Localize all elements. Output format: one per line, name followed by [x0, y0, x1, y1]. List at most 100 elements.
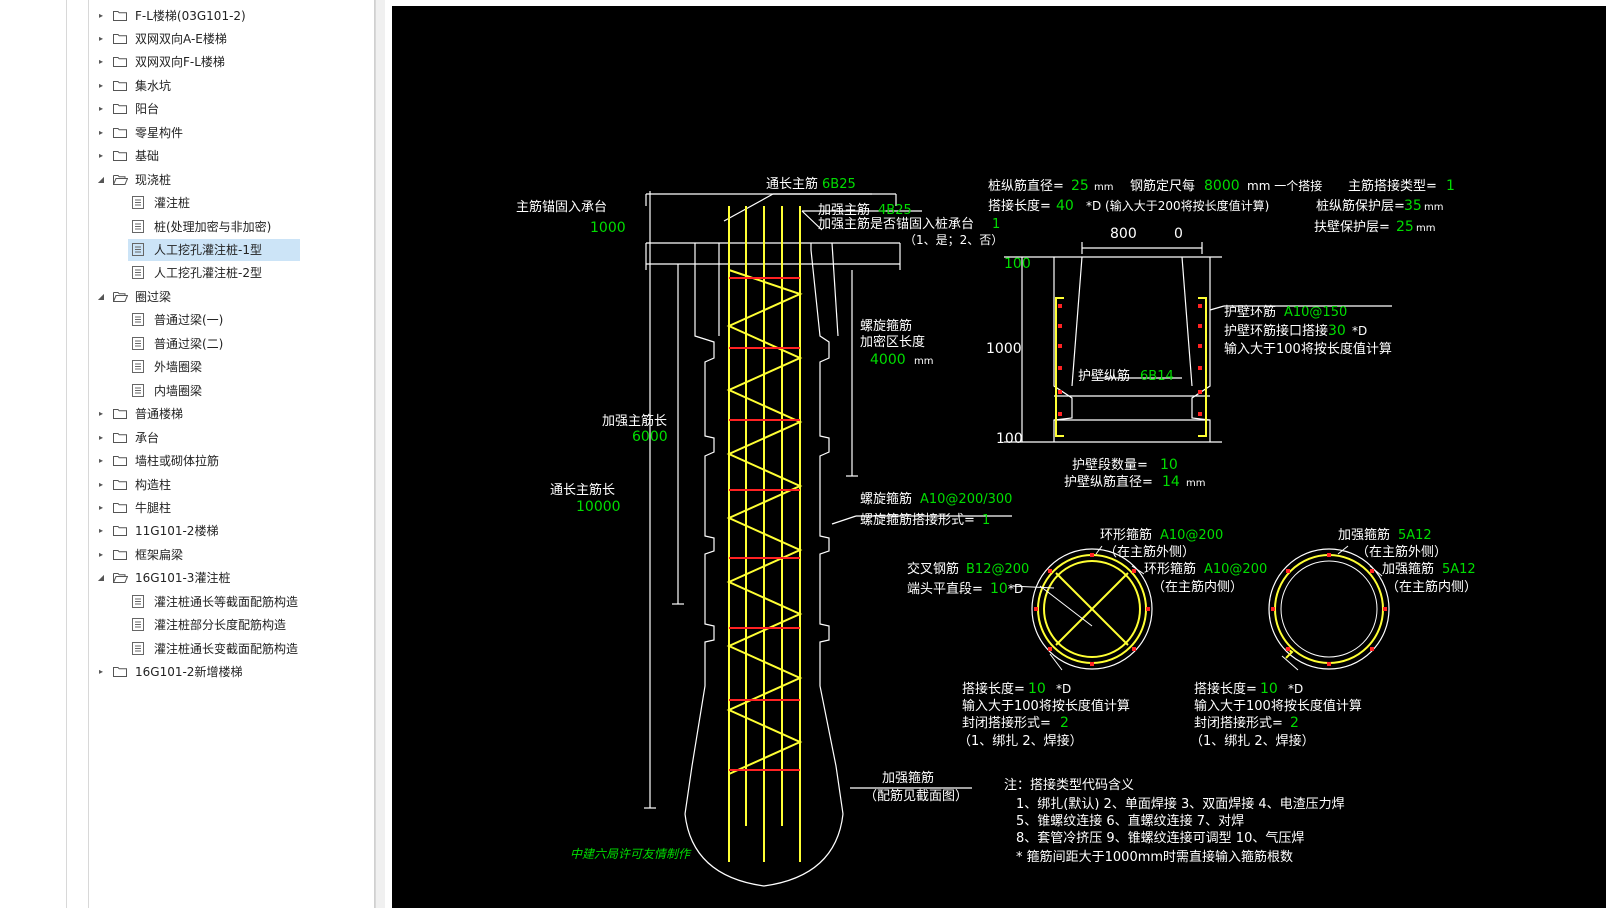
spiral-spec-value[interactable]: A10@200/300: [920, 492, 1012, 507]
expand-right-icon[interactable]: ▸: [98, 479, 103, 489]
tree-folder-item[interactable]: ▸构造柱: [95, 473, 365, 495]
wall-width-0[interactable]: 0: [1174, 226, 1183, 242]
expand-down-icon[interactable]: ◢: [97, 573, 105, 583]
tree-doc-item[interactable]: 灌注桩通长变截面配筋构造: [128, 637, 362, 659]
tree-folder-item[interactable]: ▸阳台: [95, 98, 365, 120]
lap-type-value[interactable]: 1: [1446, 178, 1455, 194]
lap-len-value[interactable]: 40: [1056, 198, 1074, 214]
tree-item-label: 普通过梁(一): [154, 313, 224, 328]
sec2-close-value[interactable]: 2: [1290, 715, 1299, 731]
component-tree[interactable]: ▸F-L楼梯(03G101-2)▸双网双向A-E楼梯▸双网双向F-L楼梯▸集水坑…: [90, 0, 375, 908]
tree-item-label: 桩(处理加密与非加密): [154, 219, 272, 234]
tree-doc-item[interactable]: 普通过梁(二): [128, 332, 362, 354]
tree-folder-item[interactable]: ▸基础: [95, 145, 365, 167]
tree-doc-item[interactable]: 灌注桩通长等截面配筋构造: [128, 590, 362, 612]
expand-right-icon[interactable]: ▸: [98, 667, 103, 677]
tree-folder-item[interactable]: ◢圈过梁: [95, 285, 365, 307]
expand-right-icon[interactable]: ▸: [98, 502, 103, 512]
tree-folder-item[interactable]: ▸11G101-2楼梯: [95, 520, 365, 542]
tree-folder-item[interactable]: ▸集水坑: [95, 74, 365, 96]
tree-folder-item[interactable]: ◢16G101-3灌注桩: [95, 567, 365, 589]
fixed-len-value[interactable]: 8000: [1204, 178, 1240, 194]
tree-folder-item[interactable]: ▸16G101-2新增楼梯: [95, 661, 365, 683]
wall-h1000[interactable]: 1000: [986, 341, 1022, 357]
cover-value[interactable]: 35: [1404, 198, 1422, 214]
tree-folder-item[interactable]: ▸ 牛腿柱: [95, 496, 365, 518]
expand-down-icon[interactable]: ◢: [97, 291, 105, 301]
wall-cover-value[interactable]: 25: [1396, 219, 1414, 235]
expand-right-icon[interactable]: ▸: [98, 526, 103, 536]
ring-label: 护壁环筋: [1224, 304, 1276, 320]
expand-right-icon[interactable]: ▸: [98, 456, 103, 466]
drawing-canvas[interactable]: 主筋锚固入承台 1000 通长主筋 6B25 加强主筋 4B25 加强主筋是否锚…: [392, 6, 1606, 908]
tree-doc-item[interactable]: 灌注桩: [128, 192, 362, 214]
ring-lap-value[interactable]: 30: [1328, 323, 1346, 339]
tree-folder-item[interactable]: ▸墙柱或砌体拉筋: [95, 450, 365, 472]
seg-value[interactable]: 10: [1160, 457, 1178, 473]
folder-icon: [113, 502, 127, 513]
expand-right-icon[interactable]: ▸: [98, 104, 103, 114]
expand-right-icon[interactable]: ▸: [98, 151, 103, 161]
wall-h100-top[interactable]: 100: [1004, 256, 1031, 272]
expand-right-icon[interactable]: ▸: [98, 57, 103, 67]
sec1-inner-value[interactable]: A10@200: [1204, 562, 1267, 577]
add-anchor-value[interactable]: 1: [992, 217, 1000, 232]
document-icon: [132, 313, 144, 327]
tree-doc-item[interactable]: 普通过梁(一): [128, 309, 362, 331]
spiral-spec-label: 螺旋箍筋: [860, 491, 912, 507]
long-value[interactable]: 6B14: [1140, 369, 1174, 384]
sec2-add2-value[interactable]: 5A12: [1442, 562, 1476, 577]
sec2-lap-value[interactable]: 10: [1260, 681, 1278, 697]
anchor-value[interactable]: 1000: [590, 220, 626, 236]
panel-splitter[interactable]: [375, 0, 385, 908]
tree-folder-item[interactable]: ▸框架扁梁: [95, 543, 365, 565]
tree-folder-item[interactable]: ▸承台: [95, 426, 365, 448]
main-bar-value[interactable]: 6B25: [822, 177, 856, 192]
expand-right-icon[interactable]: ▸: [98, 33, 103, 43]
expand-right-icon[interactable]: ▸: [98, 80, 103, 90]
tree-item-label: 牛腿柱: [135, 500, 172, 515]
tree-doc-item[interactable]: 外墙圈梁: [128, 356, 362, 378]
sec1-end-value[interactable]: 10: [990, 581, 1008, 597]
long-dia-value[interactable]: 14: [1162, 474, 1180, 490]
tree-doc-item[interactable]: 灌注桩部分长度配筋构造: [128, 614, 362, 636]
sec2-add-value[interactable]: 5A12: [1398, 528, 1432, 543]
expand-right-icon[interactable]: ▸: [98, 10, 103, 20]
full-len-value[interactable]: 10000: [576, 499, 621, 515]
expand-down-icon[interactable]: ◢: [97, 174, 105, 184]
tree-doc-item[interactable]: 人工挖孔灌注桩-2型: [128, 262, 362, 284]
tree-folder-item[interactable]: ▸ 普通楼梯: [95, 403, 365, 425]
sec1-inner-label: 环形箍筋: [1144, 561, 1196, 577]
sec1-lap-value[interactable]: 10: [1028, 681, 1046, 697]
expand-right-icon[interactable]: ▸: [98, 409, 103, 419]
ring-value[interactable]: A10@150: [1284, 305, 1347, 320]
tree-folder-item[interactable]: ▸双网双向A-E楼梯: [95, 27, 365, 49]
tree-folder-item[interactable]: ◢现浇桩: [95, 168, 365, 190]
sec1-ring-value[interactable]: A10@200: [1160, 528, 1223, 543]
wall-width-800[interactable]: 800: [1110, 226, 1137, 242]
folder-icon: [113, 432, 127, 443]
add-len-value[interactable]: 6000: [632, 429, 668, 445]
spiral-dense-value[interactable]: 4000: [870, 352, 906, 368]
add-len-label: 加强主筋长: [602, 413, 667, 429]
expand-right-icon[interactable]: ▸: [98, 432, 103, 442]
add-bar-value[interactable]: 4B25: [878, 203, 912, 218]
tree-doc-item[interactable]: 人工挖孔灌注桩-1型: [128, 238, 300, 261]
expand-right-icon[interactable]: ▸: [98, 549, 103, 559]
tree-folder-item[interactable]: ▸双网双向F-L楼梯: [95, 51, 365, 73]
sec2-lap-tail: *D: [1288, 682, 1303, 696]
expand-right-icon[interactable]: ▸: [98, 127, 103, 137]
tree-doc-item[interactable]: 内墙圈梁: [128, 379, 362, 401]
tree-doc-item[interactable]: 桩(处理加密与非加密): [128, 215, 362, 237]
lap-len-tail: *D (输入大于200将按长度值计算): [1086, 198, 1269, 213]
tree-folder-item[interactable]: ▸零星构件: [95, 121, 365, 143]
wall-h100-bottom[interactable]: 100: [996, 431, 1023, 447]
tree-folder-item[interactable]: ▸F-L楼梯(03G101-2): [95, 4, 365, 26]
sec1-cross-value[interactable]: B12@200: [966, 562, 1029, 577]
tree-item-label: 普通楼梯: [135, 407, 184, 422]
spiral-lap-value[interactable]: 1: [982, 513, 990, 528]
spiral-label: 螺旋箍筋: [860, 318, 912, 334]
pile-dia-value[interactable]: 25: [1071, 178, 1089, 194]
sec1-close-value[interactable]: 2: [1060, 715, 1069, 731]
pile-dia-label: 桩纵筋直径=: [988, 178, 1064, 194]
